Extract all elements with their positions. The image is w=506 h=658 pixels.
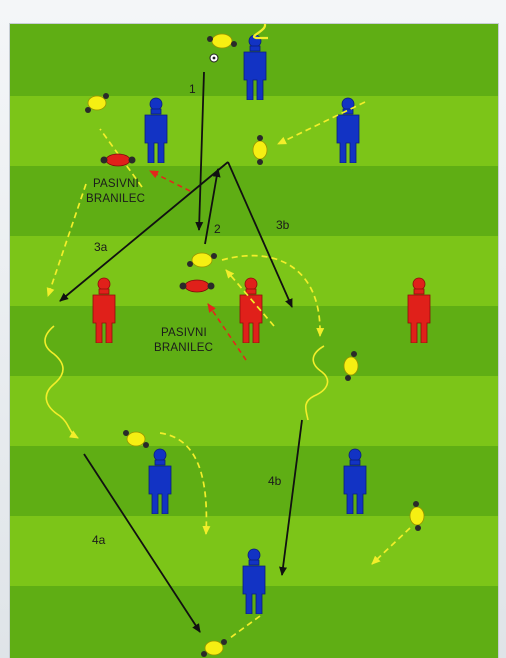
label-step-1: 1 [189,82,196,96]
label-step-3a: 3a [94,240,108,254]
label-passive-defender-1a: PASIVNI [93,178,139,190]
training-pitch: 1 2 3a 3b 4a 4b PASIVNI BRANILEC PASIVNI… [10,24,498,658]
drill-diagram: 1 2 3a 3b 4a 4b PASIVNI BRANILEC PASIVNI… [10,24,498,658]
label-step-4b: 4b [268,474,282,488]
label-passive-defender-1b: BRANILEC [86,193,145,205]
ball-icon [210,54,218,62]
label-passive-defender-2b: BRANILEC [154,342,213,354]
label-step-2: 2 [214,222,221,236]
label-step-4a: 4a [92,533,106,547]
label-passive-defender-2a: PASIVNI [161,327,207,339]
label-step-3b: 3b [276,218,290,232]
